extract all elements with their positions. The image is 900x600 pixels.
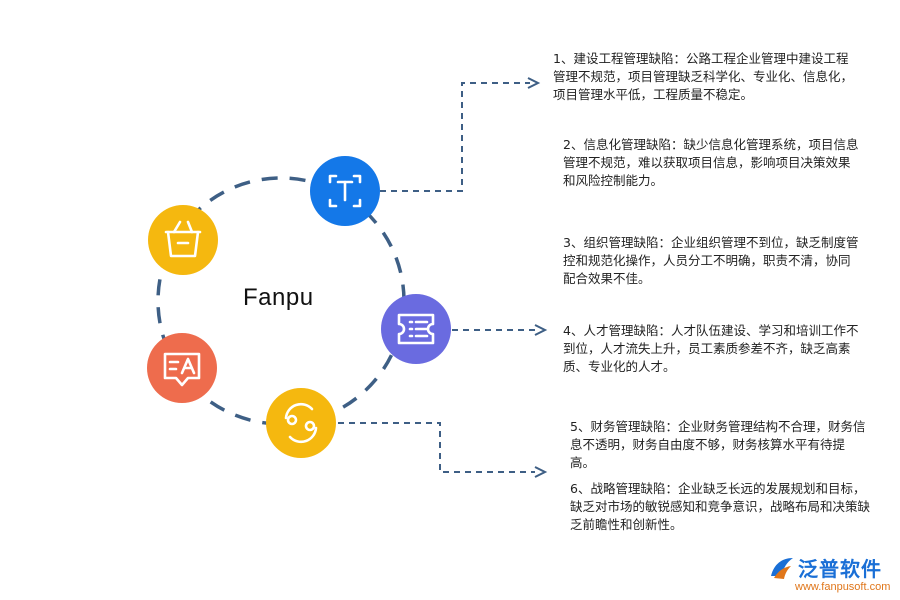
logo-mark-icon [771,558,793,579]
node-translate [147,333,217,403]
node-ticket [381,294,451,364]
node-circle-translate [147,333,217,403]
swirl-icon [284,402,318,444]
logo-name: 泛普软件 [798,557,882,581]
note-6: 6、战略管理缺陷：企业缺乏长远的发展规划和目标，缺乏对市场的敏锐感知和竞争意识，… [570,481,871,532]
node-basket [148,205,218,275]
note-4: 4、人才管理缺陷：人才队伍建设、学习和培训工作不到位，人才流失上升，员工素质参差… [563,323,859,374]
node-circle-basket [148,205,218,275]
ticket-list-icon [397,313,435,345]
arrowhead-middle [534,324,548,336]
node-circle-swirl [266,388,336,458]
node-text-t [310,156,380,226]
note-3: 3、组织管理缺陷：企业组织管理不到位，缺乏制度管控和规范化操作，人员分工不明确，… [563,235,859,286]
translate-icon [163,352,201,387]
center-label: Fanpu [243,284,314,311]
node-swirl [266,388,336,458]
note-2: 2、信息化管理缺陷：缺少信息化管理系统，项目信息管理不规范，难以获取项目信息，影… [563,137,859,188]
logo-url: www.fanpusoft.com [795,581,891,593]
arrowhead-bottom [534,466,548,478]
basket-icon [164,220,202,258]
connector-top [380,82,530,192]
note-1: 1、建设工程管理缺陷：公路工程企业管理中建设工程管理不规范，项目管理缺乏科学化、… [553,51,854,102]
text-t-icon [328,174,362,208]
arrowhead-top [527,77,541,89]
note-5: 5、财务管理缺陷：企业财务管理结构不合理，财务信息不透明，财务自由度不够，财务核… [570,419,866,470]
brand-logo: 泛普软件 www.fanpusoft.com [768,552,896,598]
connector-bottom [338,422,535,473]
